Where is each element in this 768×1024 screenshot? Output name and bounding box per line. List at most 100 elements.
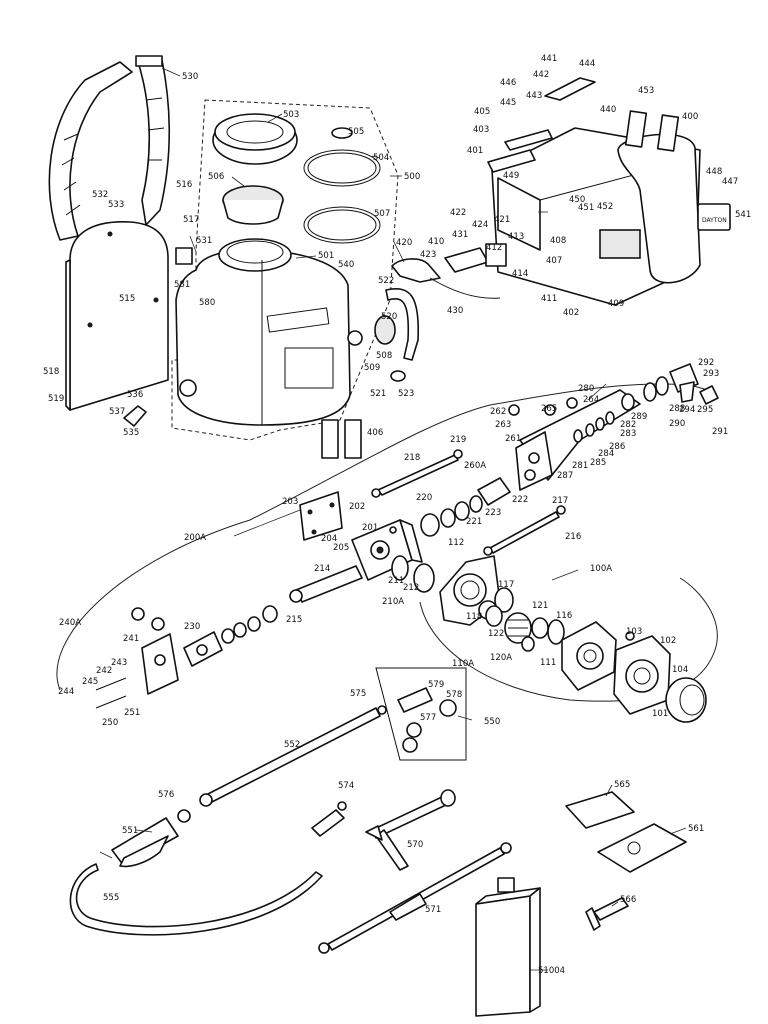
callout-444: 444 [579,59,595,69]
callout-282: 282 [620,420,636,430]
callout-422: 422 [450,208,466,218]
callout-566: 566 [620,895,636,905]
callout-414: 414 [512,269,528,279]
callout-103: 103 [626,627,642,637]
callout-110A: 110A [452,659,474,669]
frame-assembly [487,110,701,306]
callout-445: 445 [500,98,516,108]
callout-291: 291 [712,427,728,437]
callout-431: 431 [452,230,468,240]
callout-552: 552 [284,740,300,750]
callout-517: 517 [183,215,199,225]
callout-261: 261 [505,434,521,444]
callout-280: 280 [578,384,594,394]
callout-51004: 51004 [538,966,565,976]
callout-408: 408 [550,236,566,246]
callout-104: 104 [672,665,688,675]
callout-430: 430 [447,306,463,316]
callout-116: 116 [556,611,572,621]
callout-515: 515 [119,294,135,304]
callout-506: 506 [208,172,224,182]
callout-507: 507 [374,209,390,219]
callout-522: 522 [378,276,394,286]
callout-290: 290 [669,419,685,429]
callout-112: 112 [448,538,464,548]
callout-262: 262 [490,407,506,417]
callout-264: 264 [583,395,599,405]
callout-440: 440 [600,105,616,115]
callout-447: 447 [722,177,738,187]
callout-220: 220 [416,493,432,503]
callout-446: 446 [500,78,516,88]
callout-289: 289 [631,412,647,422]
callout-401: 401 [467,146,483,156]
callout-293: 293 [703,369,719,379]
callout-533: 533 [108,200,124,210]
callout-504: 504 [373,153,389,163]
callout-501: 501 [318,251,334,261]
callout-111: 111 [540,658,556,668]
callout-101: 101 [652,709,668,719]
block-222 [477,477,511,506]
callout-205: 205 [333,543,349,553]
callout-leaders [99,67,687,971]
callout-565: 565 [614,780,630,790]
pump-assembly-outline [56,383,716,691]
nozzle-574 [311,801,347,837]
callout-411: 411 [541,294,557,304]
callout-121: 121 [532,601,548,611]
callout-219: 219 [450,435,466,445]
callout-443: 443 [526,91,542,101]
callout-541: 541 [735,210,751,220]
rod-218 [371,449,463,498]
callout-400: 400 [682,112,698,122]
back-panel [65,221,169,411]
callout-520: 520 [381,312,397,322]
callout-580: 580 [199,298,215,308]
callout-581: 581 [174,280,190,290]
callout-102: 102 [660,636,676,646]
motor-cap-101 [665,677,707,723]
tank-assembly [171,99,399,441]
callout-263: 263 [495,420,511,430]
wrench-566 [585,897,629,931]
brand-logo-plate: DAYTON [697,203,731,231]
gear-housing [439,555,514,626]
wand-552 [199,705,387,807]
callout-532: 532 [92,190,108,200]
callout-535: 535 [123,428,139,438]
callout-244: 244 [58,687,74,697]
callout-210A: 210A [382,597,404,607]
callout-218: 218 [404,453,420,463]
callout-521: 521 [370,389,386,399]
callout-223: 223 [485,508,501,518]
callout-452: 452 [597,202,613,212]
valve-block-240A [95,607,179,709]
seals-215 [221,605,278,644]
callout-424: 424 [472,220,488,230]
callout-509: 509 [364,363,380,373]
callout-577: 577 [420,713,436,723]
callout-576: 576 [158,790,174,800]
plate-202 [299,491,343,541]
callout-221: 221 [466,517,482,527]
callout-122: 122 [488,629,504,639]
valve-lever [391,243,507,299]
callout-201: 201 [362,523,378,533]
callout-242: 242 [96,666,112,676]
oil-bottle [475,877,541,1017]
callout-288: 288 [669,404,685,414]
callout-117-upper: 117 [498,580,514,590]
callout-406-lower: 406 [367,428,383,438]
callout-217: 217 [552,496,568,506]
callout-442: 442 [533,70,549,80]
card-561 [597,823,687,873]
callout-211: 211 [388,576,404,586]
callout-245: 245 [82,677,98,687]
callout-230: 230 [184,622,200,632]
callout-409: 409 [608,299,624,309]
lance-571 [318,842,512,954]
motor-housing-111 [561,621,617,691]
callout-508: 508 [376,351,392,361]
